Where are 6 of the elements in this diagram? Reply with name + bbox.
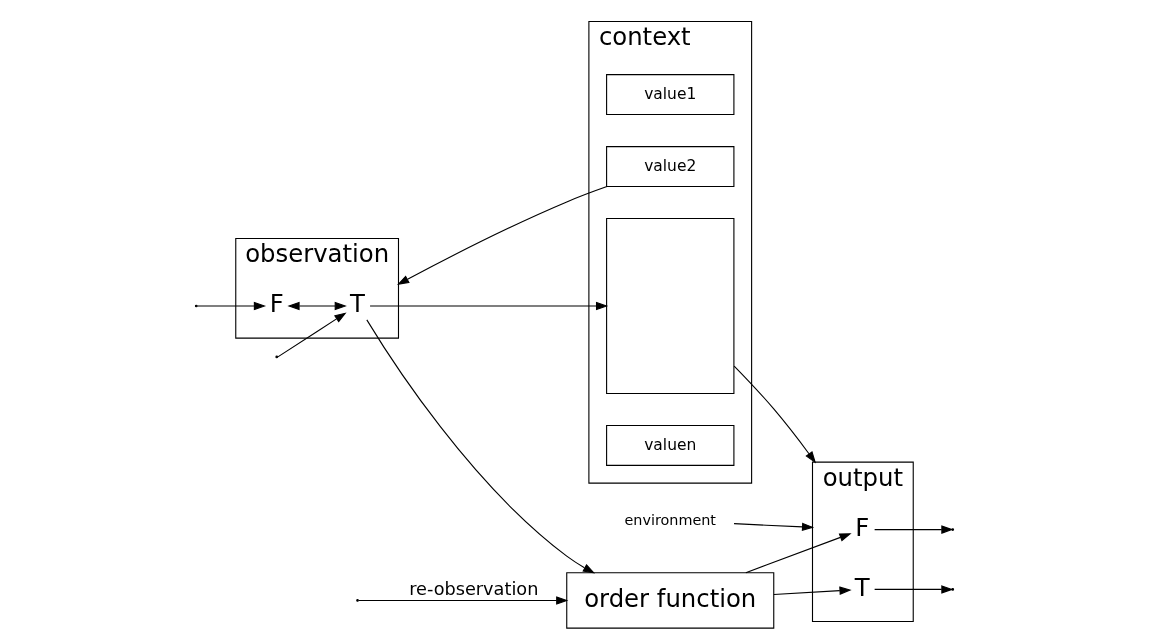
node-text: F xyxy=(269,289,284,319)
node-text: T xyxy=(350,289,365,319)
node-text: environment xyxy=(624,511,717,528)
node-text: F xyxy=(855,512,870,542)
edge-label: re-observation xyxy=(409,578,539,599)
node-text: T xyxy=(854,572,870,602)
